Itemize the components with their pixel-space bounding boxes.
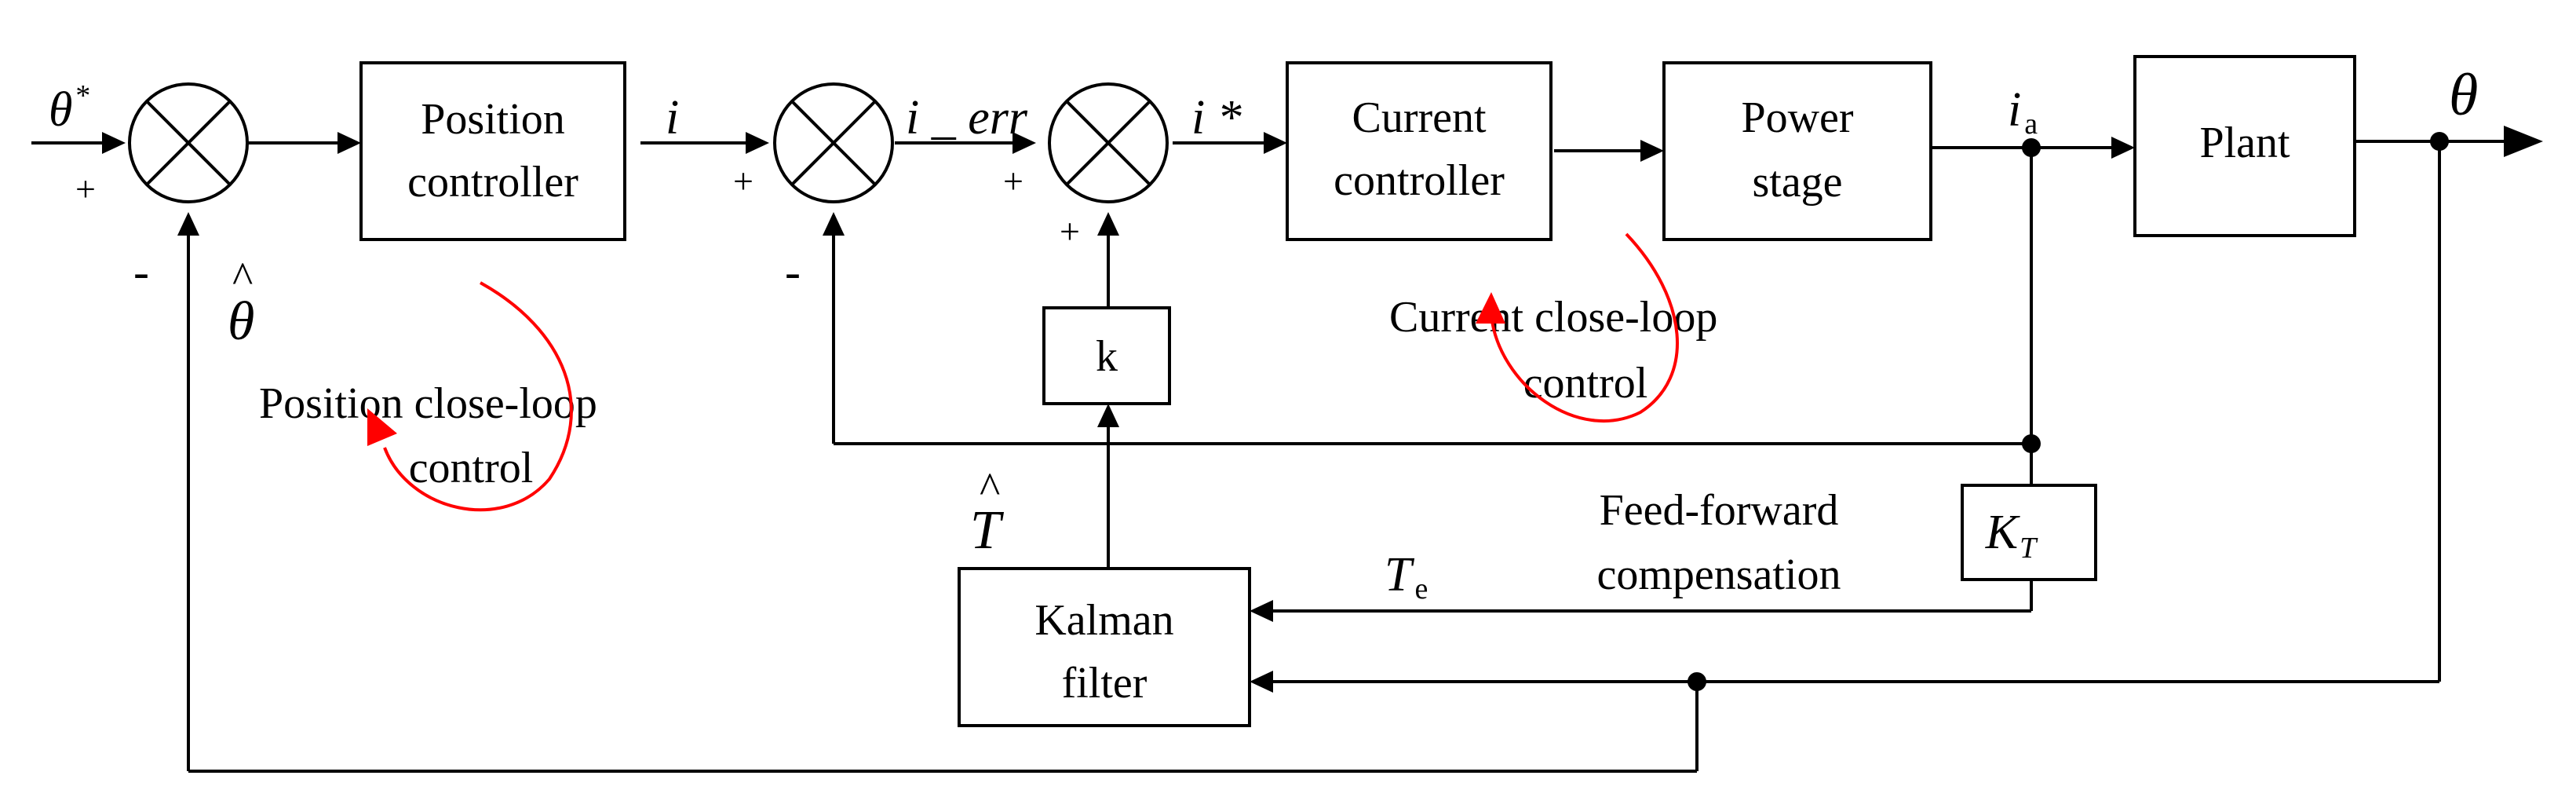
- feedforward-label-2: compensation: [1596, 550, 1841, 599]
- sum-junction-2: [773, 82, 894, 203]
- kalman-filter-label-1: Kalman: [1034, 596, 1173, 645]
- junction-ia: [2022, 138, 2041, 157]
- sign-labels: + - + - + +: [75, 161, 1080, 298]
- kalman-filter-label-2: filter: [1062, 659, 1148, 708]
- sum3-plus-bottom-sign: +: [1060, 211, 1080, 251]
- kalman-filter-block: Kalman filter: [958, 567, 1251, 727]
- current-controller-label-2: controller: [1334, 156, 1505, 205]
- current-controller-block: Current controller: [1286, 61, 1553, 241]
- current-loop-arrow-icon: [1476, 232, 1679, 422]
- i-star-label: i *: [1191, 91, 1242, 144]
- sum2-minus-sign: -: [785, 246, 801, 298]
- plant-label: Plant: [2199, 119, 2290, 167]
- sum1-minus-sign: -: [133, 246, 149, 298]
- position-controller-block: Position controller: [359, 61, 626, 241]
- junction-ia-feedback: [2022, 434, 2041, 453]
- annotations: Position close-loop control Current clos…: [259, 293, 1841, 599]
- power-stage-block: Power stage: [1662, 61, 1932, 241]
- position-loop-arrow-icon: [367, 281, 573, 512]
- power-stage-label-1: Power: [1741, 93, 1853, 142]
- power-stage-label-2: stage: [1752, 158, 1842, 207]
- current-controller-label-1: Current: [1352, 93, 1487, 142]
- i-err-label: i _ err: [906, 91, 1028, 144]
- torque-constant-block: KT: [1961, 484, 2097, 581]
- junction-theta: [2430, 132, 2449, 151]
- gain-k-block: k: [1042, 306, 1171, 405]
- t-hat-label: T: [970, 500, 1005, 561]
- sum2-plus-sign: +: [733, 161, 753, 201]
- feedforward-label-1: Feed-forward: [1600, 486, 1839, 535]
- position-controller-label-2: controller: [407, 158, 578, 207]
- junction-theta-feedback: [1688, 672, 1706, 691]
- t-hat-accent: ^: [980, 464, 1000, 513]
- sum3-plus-left-sign: +: [1003, 161, 1023, 201]
- theta-ref-label: θ*: [49, 79, 89, 137]
- position-loop-label-2: control: [409, 444, 534, 492]
- junction-dots: [1688, 132, 2449, 691]
- i-label: i: [666, 91, 679, 144]
- theta-output-label: θ: [2449, 62, 2478, 128]
- plant-block: Plant: [2133, 55, 2356, 237]
- position-controller-label-1: Position: [421, 95, 565, 144]
- theta-hat-label: θ: [228, 291, 254, 352]
- sum-junction-3: [1048, 82, 1169, 203]
- current-loop-label-1: Current close-loop: [1389, 293, 1717, 342]
- gain-k-label: k: [1096, 332, 1118, 381]
- position-loop-label-1: Position close-loop: [259, 379, 597, 428]
- torque-constant-label: KT: [1985, 506, 2038, 565]
- theta-hat-accent: ^: [232, 254, 253, 302]
- sum1-plus-sign: +: [75, 169, 96, 209]
- sum-junction-1: [128, 82, 249, 203]
